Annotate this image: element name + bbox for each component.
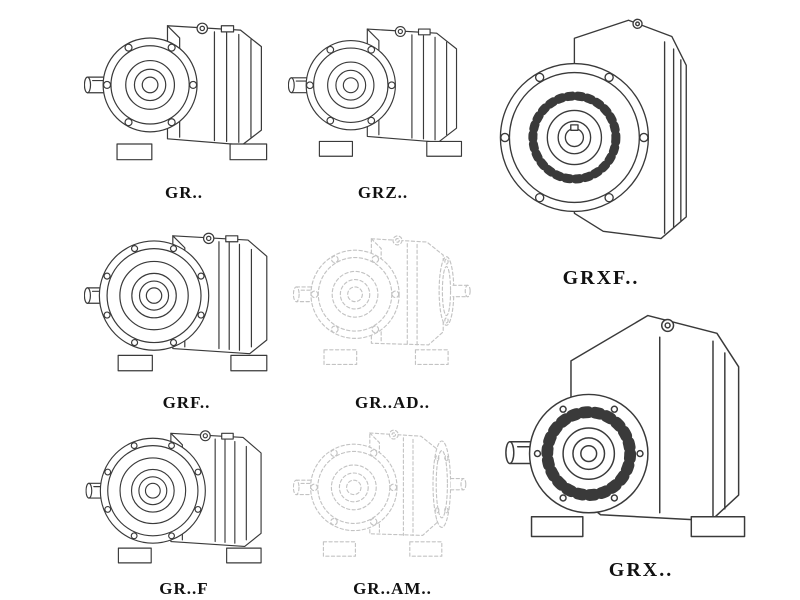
gearbox-drawing-flange	[84, 412, 284, 576]
figure-label-gr: GR..	[165, 183, 203, 202]
figure-gr-f: GR..F	[84, 412, 284, 599]
figure-label-grx: GRX..	[608, 559, 674, 581]
gearbox-drawing-motor-flange	[293, 410, 493, 576]
gearbox-drawing-flange-front	[495, 2, 707, 264]
figure-label-gr-am: GR..AM..	[353, 579, 432, 598]
figure-grf: GRF..	[84, 208, 289, 413]
figure-label-grz: GRZ..	[357, 183, 409, 202]
gearbox-drawing-adapter	[293, 210, 493, 390]
figure-grxf: GRXF..	[494, 2, 708, 290]
figure-gr: GR..	[84, 2, 284, 203]
figure-label-grf: GRF..	[162, 393, 211, 412]
figure-grx: GRX..	[496, 296, 786, 582]
gearbox-drawing-foot	[288, 2, 478, 180]
figure-grz: GRZ..	[288, 2, 478, 203]
figure-label-grxf: GRXF..	[562, 267, 640, 289]
figure-label-gr-f: GR..F	[159, 579, 209, 598]
figure-label-gr-ad: GR..AD..	[354, 393, 431, 412]
gearbox-drawing-foot-large	[498, 296, 784, 556]
figure-gr-ad: GR..AD..	[290, 210, 495, 413]
gearbox-drawing-flange	[84, 208, 289, 390]
gearbox-drawing-foot	[84, 2, 284, 180]
figure-gr-am: GR..AM..	[290, 410, 495, 599]
